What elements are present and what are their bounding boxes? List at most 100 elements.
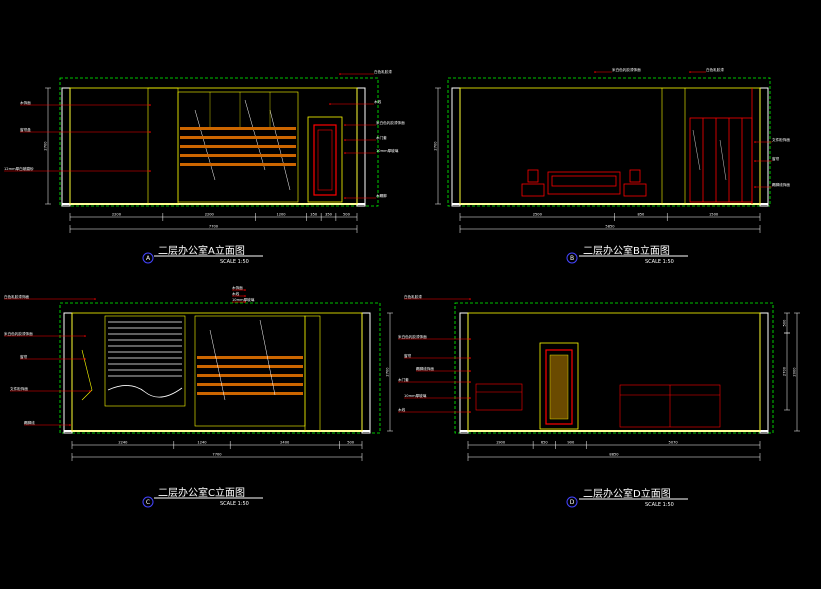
room-outline — [69, 87, 358, 205]
side-dimension-label: 2700 — [386, 367, 390, 377]
desk-left — [475, 383, 523, 411]
material-label: 12mm厚白玻磨砂 — [4, 166, 34, 171]
cabinet-reflection — [692, 129, 727, 181]
wall-left — [459, 312, 469, 434]
view-title: 二层办公室C立面图 — [158, 486, 245, 499]
wall-left — [451, 87, 461, 207]
side-dimension-label: 2000 — [793, 367, 797, 377]
decorative-bands — [180, 127, 296, 166]
leader-dot — [149, 131, 151, 133]
glass-reflection — [209, 319, 276, 401]
view-marker-letter: B — [570, 255, 574, 262]
wall-right — [759, 87, 769, 207]
material-label: 窗帘 — [20, 354, 28, 359]
blind-slats — [108, 321, 182, 377]
leader-dot — [244, 295, 246, 297]
leader-dot — [469, 370, 471, 372]
dimension-label: 2200 — [112, 213, 122, 217]
leader-dot — [149, 170, 151, 172]
leader-dot — [344, 124, 346, 126]
dimension-label: 1200 — [276, 213, 286, 217]
elevation-view-d — [454, 302, 774, 434]
dimension-label: 5070 — [669, 441, 679, 445]
material-label: 米白色乳胶漆饰面 — [398, 334, 427, 339]
material-label: 白色乳胶漆 — [374, 69, 392, 74]
material-label: 米白色乳胶漆饰面 — [4, 331, 33, 336]
view-d-annotations: 1900 650 900 5070 8850 500 2700 2000 白色乳胶漆米白色乳胶漆… — [398, 294, 800, 508]
material-label: 木线 — [232, 291, 240, 296]
dimension-label: 1900 — [496, 441, 506, 445]
dimension-label: 2200 — [205, 213, 215, 217]
leader-dot — [329, 103, 331, 105]
view-marker-circle — [142, 252, 154, 264]
view-marker-letter: A — [146, 255, 151, 262]
decorative-bands — [197, 356, 303, 395]
leader-dot — [754, 186, 756, 188]
leader-dot — [244, 301, 246, 303]
dimension-label: 1240 — [197, 441, 207, 445]
material-label: 木饰面 — [232, 285, 243, 290]
leader-dot — [689, 71, 691, 73]
door-frame — [307, 116, 343, 203]
material-label: 窗帘 — [772, 156, 780, 161]
curtain-curve — [107, 385, 183, 398]
view-marker-circle — [566, 252, 578, 264]
dimension-label: 500 — [343, 213, 351, 217]
dimension-label: 1500 — [709, 213, 719, 217]
door-panel — [545, 349, 573, 425]
material-label: 10mm厚玻璃 — [404, 393, 427, 398]
side-dimension-label: 500 — [783, 319, 787, 327]
door-frame — [539, 342, 579, 430]
material-label: 踢脚线饰面 — [772, 182, 790, 187]
room-outline — [467, 312, 761, 432]
dashed-border — [59, 302, 381, 434]
total-dimension-label: 7700 — [209, 225, 219, 229]
dimension-label: 2400 — [280, 441, 290, 445]
leader-dot — [754, 160, 756, 162]
view-marker-letter: D — [570, 499, 575, 506]
glass-panel — [177, 91, 299, 203]
view-title: 二层办公室A立面图 — [158, 244, 245, 257]
material-label: 踢脚线 — [24, 420, 35, 425]
desk-right — [619, 384, 721, 428]
leader-dot — [469, 381, 471, 383]
dimension-label: 900 — [567, 441, 575, 445]
total-dimension-label: 8850 — [609, 453, 619, 457]
total-dimension-label: 7700 — [212, 453, 222, 457]
material-label: 白色乳胶漆 — [404, 294, 422, 299]
cabinet — [689, 117, 753, 203]
leader-dot — [469, 338, 471, 340]
material-label: 木线 — [398, 407, 406, 412]
vertical-slats — [209, 92, 271, 127]
leader-dot — [84, 335, 86, 337]
wall-left — [63, 312, 73, 434]
wall-right — [361, 312, 371, 434]
material-label: 木线 — [374, 99, 382, 104]
room-outline — [459, 87, 761, 205]
material-label: 10mm厚玻璃 — [232, 297, 255, 302]
leader-dot — [244, 289, 246, 291]
material-label: 米白色乳胶漆饰面 — [612, 67, 641, 72]
view-title: 二层办公室B立面图 — [583, 244, 670, 257]
elevation-view-c — [59, 302, 381, 434]
wall-left — [61, 87, 71, 207]
material-label: 木门套 — [398, 377, 409, 382]
dimension-label: 650 — [541, 441, 549, 445]
side-dimension-label: 2700 — [783, 366, 787, 376]
leader-dot — [344, 152, 346, 154]
material-label: 10mm厚玻璃 — [376, 148, 399, 153]
glass-panel — [194, 315, 306, 427]
view-marker-circle — [566, 496, 578, 508]
leader-dot — [469, 298, 471, 300]
material-label: 窗帘 — [404, 353, 412, 358]
side-dimension-label: 2700 — [434, 141, 438, 151]
plant — [81, 349, 93, 401]
wall-right — [356, 87, 366, 207]
dashed-border — [59, 77, 379, 207]
